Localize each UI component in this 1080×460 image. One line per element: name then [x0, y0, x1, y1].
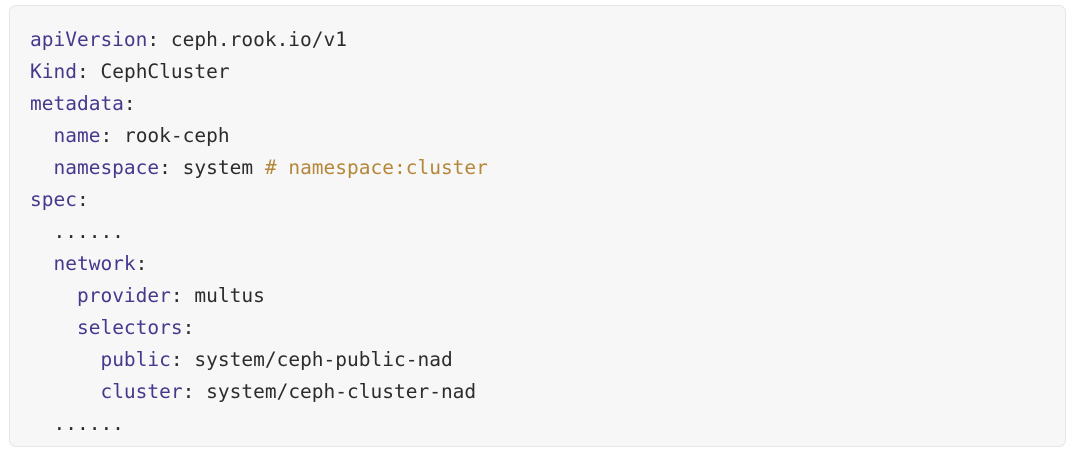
yaml-key: cluster: [100, 380, 183, 403]
elision-dots: ......: [53, 412, 124, 435]
yaml-value: system: [182, 156, 265, 179]
yaml-key: network: [53, 252, 136, 275]
line-indent: [30, 284, 77, 307]
line-space: [89, 60, 101, 83]
yaml-value: system/ceph-cluster-nad: [206, 380, 477, 403]
yaml-colon: :: [123, 92, 136, 115]
yaml-key: spec: [30, 188, 77, 211]
code-line: public: system/ceph-public-nad: [30, 344, 1045, 376]
yaml-key: provider: [76, 284, 171, 307]
yaml-colon: :: [147, 28, 160, 51]
yaml-key: metadata: [30, 92, 124, 115]
yaml-key: Kind: [30, 60, 77, 83]
code-line: provider: multus: [30, 280, 1045, 312]
code-line: spec:: [30, 184, 1045, 216]
code-line: name: rook-ceph: [30, 120, 1045, 152]
yaml-colon: :: [100, 124, 113, 147]
yaml-key: apiVersion: [30, 28, 148, 51]
yaml-key: public: [100, 348, 171, 371]
line-space: [171, 156, 183, 179]
line-indent: [30, 124, 53, 147]
yaml-key: namespace: [53, 156, 160, 179]
code-line-elision: ......: [30, 408, 1045, 440]
yaml-value: system/ceph-public-nad: [194, 348, 453, 371]
line-indent: [30, 380, 100, 403]
yaml-value: rook-ceph: [123, 124, 230, 147]
line-space: [183, 348, 195, 371]
line-indent: [30, 316, 77, 339]
yaml-colon: :: [170, 284, 183, 307]
code-line: metadata:: [30, 88, 1045, 120]
line-indent: [30, 156, 53, 179]
line-space: [194, 380, 206, 403]
yaml-colon: :: [76, 60, 89, 83]
code-line: apiVersion: ceph.rook.io/v1: [30, 24, 1045, 56]
yaml-colon: :: [159, 156, 171, 179]
yaml-colon: :: [182, 316, 195, 339]
elision-dots: ......: [53, 220, 124, 243]
line-indent: [30, 220, 53, 243]
yaml-colon: :: [135, 252, 148, 275]
yaml-key: name: [53, 124, 101, 147]
line-space: [112, 124, 124, 147]
yaml-colon: :: [76, 188, 89, 211]
yaml-value: ceph.rook.io/v1: [170, 28, 348, 51]
line-space: [183, 284, 195, 307]
code-line: Kind: CephCluster: [30, 56, 1045, 88]
yaml-value: CephCluster: [100, 60, 230, 83]
line-space: [159, 28, 171, 51]
code-line-elision: ......: [30, 216, 1045, 248]
yaml-colon: :: [170, 348, 183, 371]
code-line: namespace: system # namespace:cluster: [30, 152, 1045, 184]
code-line: selectors:: [30, 312, 1045, 344]
line-indent: [30, 252, 53, 275]
yaml-colon: :: [182, 380, 195, 403]
code-line: network:: [30, 248, 1045, 280]
code-line: cluster: system/ceph-cluster-nad: [30, 376, 1045, 408]
yaml-comment: # namespace:cluster: [264, 156, 488, 179]
line-indent: [30, 348, 100, 371]
line-indent: [30, 412, 53, 435]
yaml-value: multus: [194, 284, 265, 307]
yaml-key: selectors: [76, 316, 183, 339]
